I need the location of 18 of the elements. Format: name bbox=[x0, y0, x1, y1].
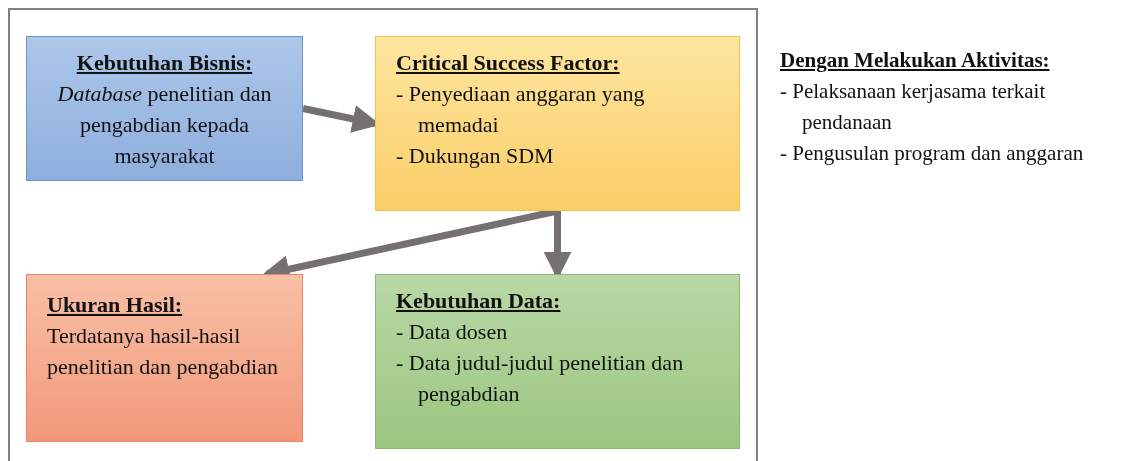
content-box bbox=[375, 36, 740, 211]
box-text: Database penelitian dan pengabdian kepada masyarakat bbox=[56, 80, 273, 170]
frame-box bbox=[8, 8, 758, 461]
box-heading: Critical Success Factor: bbox=[396, 49, 621, 77]
list-item: - Penyediaan anggaran yang memadai bbox=[396, 80, 646, 139]
box-heading: Ukuran Hasil: bbox=[47, 291, 184, 319]
content-box bbox=[26, 274, 303, 442]
box-heading: Kebutuhan Bisnis: bbox=[75, 49, 254, 77]
side-heading: Dengan Melakukan Aktivitas: bbox=[780, 47, 1051, 74]
list-item: - Data dosen bbox=[396, 318, 509, 346]
box-heading: Kebutuhan Data: bbox=[396, 287, 562, 315]
list-item: - Pengusulan program dan anggaran bbox=[780, 140, 1085, 167]
list-item: - Data judul-judul penelitian dan pengabdian bbox=[396, 349, 685, 408]
content-box bbox=[26, 36, 303, 181]
list-item: - Dukungan SDM bbox=[396, 142, 555, 170]
content-box bbox=[375, 274, 740, 449]
list-item: - Pelaksanaan kerjasama terkait pendanaan bbox=[780, 78, 1047, 136]
box-text: Terdatanya hasil-hasil penelitian dan pengabdian bbox=[47, 322, 279, 381]
